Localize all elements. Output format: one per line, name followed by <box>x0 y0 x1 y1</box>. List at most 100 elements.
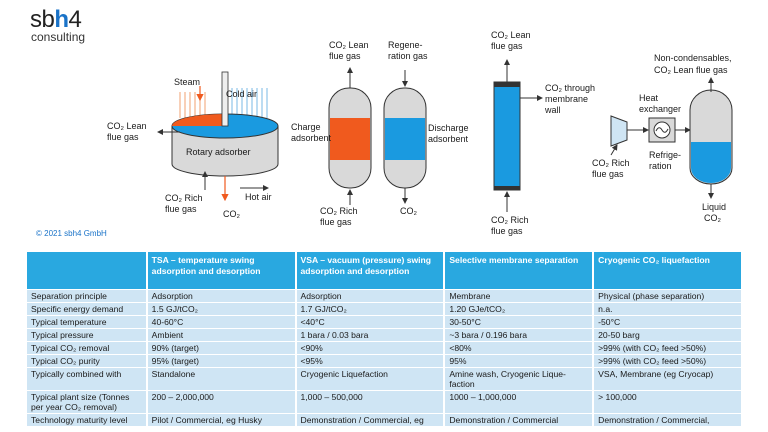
tsa-adsorber-label: Rotary adsorber <box>186 147 251 157</box>
table-cell: 90% (target) <box>147 342 295 354</box>
tsa-rotary-adsorber <box>157 71 279 202</box>
cryo-refrig-label-2: ration <box>649 161 672 171</box>
table-row: Typically combined with Standalone Cryog… <box>27 368 741 390</box>
table-row: Separation principle Adsorption Adsorpti… <box>27 290 741 302</box>
table-cell: Demonstration / Commercial <box>445 414 593 426</box>
vsa-discharge-label-2: adsorbent <box>428 134 469 144</box>
table-cell: ~3 bara / 0.196 bara <box>445 329 593 341</box>
cryo-liquid-label-1: Liquid <box>702 202 726 212</box>
vsa-regen-label-1: Regene- <box>388 40 423 50</box>
membrane-lean-label-1: CO₂ Lean <box>491 30 531 40</box>
table-cell: > 100,000 <box>594 391 741 413</box>
table-cell: <95% <box>296 355 444 367</box>
table-cell: Standalone <box>147 368 295 390</box>
tsa-lean-label-1: CO₂ Lean <box>107 121 147 131</box>
table-cell: n.a. <box>594 303 741 315</box>
table-row: Specific energy demand 1.5 GJ/tCO₂ 1.7 G… <box>27 303 741 315</box>
brand-subtitle: consulting <box>31 30 86 44</box>
membrane-through-label-1: CO₂ through <box>545 83 595 93</box>
table-header-cell <box>27 252 146 289</box>
table-cell: 1.20 GJe/tCO₂ <box>445 303 593 315</box>
table-row: Typical CO₂ removal 90% (target) <90% <8… <box>27 342 741 354</box>
vsa-lean-label-1: CO₂ Lean <box>329 40 369 50</box>
tsa-co2-label: CO₂ <box>223 209 241 219</box>
vsa-co2-label: CO₂ <box>400 206 418 216</box>
table-header-cell: Cryogenic CO₂ liquefaction <box>594 252 741 289</box>
table-cell: Membrane <box>445 290 593 302</box>
tsa-cold-air-label: Cold air <box>226 89 257 99</box>
vsa-lean-label-2: flue gas <box>329 51 361 61</box>
row-label: Typical CO₂ removal <box>27 342 146 354</box>
membrane-rich-label-2: flue gas <box>491 226 523 236</box>
membrane-through-label-2: membrane <box>545 94 588 104</box>
table-cell: Cryogenic Liquefaction <box>296 368 444 390</box>
cryo-noncond-label-2: CO₂ Lean flue gas <box>654 65 728 75</box>
table-cell: Demonstration / Commercial, <box>594 414 741 426</box>
table-cell: 1.7 GJ/tCO₂ <box>296 303 444 315</box>
table-row: Technology maturity level Pilot / Commer… <box>27 414 741 426</box>
table-cell: 1,000 – 500,000 <box>296 391 444 413</box>
cryo-hx-label-2: exchanger <box>639 104 681 114</box>
table-cell: <90% <box>296 342 444 354</box>
table-cell: 40-60°C <box>147 316 295 328</box>
table-cell: 1000 – 1,000,000 <box>445 391 593 413</box>
table-cell: 95% <box>445 355 593 367</box>
cryo-rich-label-2: flue gas <box>592 169 624 179</box>
table-cell: Amine wash, Cryogenic Lique-faction <box>445 368 593 390</box>
vsa-vessels <box>328 67 427 205</box>
vsa-discharge-label-1: Discharge <box>428 123 469 133</box>
table-cell: >99% (with CO₂ feed >50%) <box>594 342 741 354</box>
membrane-rich-label-1: CO₂ Rich <box>491 215 529 225</box>
table-cell: 20-50 barg <box>594 329 741 341</box>
row-label: Typical pressure <box>27 329 146 341</box>
table-row: Typical temperature 40-60°C <40°C 30-50°… <box>27 316 741 328</box>
process-diagram: Steam Cold air CO₂ Lean flue gas Rotary … <box>107 30 733 236</box>
table-row: Typical plant size (Tonnes per year CO₂ … <box>27 391 741 413</box>
cryo-hx-label-1: Heat <box>639 93 659 103</box>
table-cell: -50°C <box>594 316 741 328</box>
table-cell: Adsorption <box>296 290 444 302</box>
vsa-charge-label-1: Charge <box>291 122 321 132</box>
cryo-liquid-label-2: CO₂ <box>704 213 722 223</box>
tsa-hot-air-label: Hot air <box>245 192 272 202</box>
table-cell: Pilot / Commercial, eg Husky <box>147 414 295 426</box>
table-cell: 30-50°C <box>445 316 593 328</box>
table-header-row: TSA – temperature swing adsorption and d… <box>27 252 741 289</box>
tsa-rich-label-1: CO₂ Rich <box>165 193 203 203</box>
brand-logo: sbh4 <box>30 6 82 33</box>
row-label: Typical temperature <box>27 316 146 328</box>
vsa-rich-label-1: CO₂ Rich <box>320 206 358 216</box>
table-cell: Physical (phase separation) <box>594 290 741 302</box>
steam-stripes <box>179 92 206 118</box>
table-cell: Demonstration / Commercial, eg <box>296 414 444 426</box>
cryo-noncond-label-1: Non-condensables, <box>654 53 732 63</box>
table-cell: Ambient <box>147 329 295 341</box>
table-cell: 1 bara / 0.03 bara <box>296 329 444 341</box>
table-cell: >99% (with CO₂ feed >50%) <box>594 355 741 367</box>
table-row: Typical CO₂ purity 95% (target) <95% 95%… <box>27 355 741 367</box>
row-label: Separation principle <box>27 290 146 302</box>
vsa-regen-label-2: ration gas <box>388 51 428 61</box>
row-label: Typical plant size (Tonnes per year CO₂ … <box>27 391 146 413</box>
table-cell: Adsorption <box>147 290 295 302</box>
table-header-cell: TSA – temperature swing adsorption and d… <box>147 252 295 289</box>
membrane-lean-label-2: flue gas <box>491 41 523 51</box>
table-cell: 200 – 2,000,000 <box>147 391 295 413</box>
table-row: Typical pressure Ambient 1 bara / 0.03 b… <box>27 329 741 341</box>
table-header-cell: VSA – vacuum (pressure) swing adsorption… <box>296 252 444 289</box>
row-label: Specific energy demand <box>27 303 146 315</box>
tsa-steam-label: Steam <box>174 77 200 87</box>
row-label: Typically combined with <box>27 368 146 390</box>
table-cell: <80% <box>445 342 593 354</box>
vsa-rich-label-2: flue gas <box>320 217 352 227</box>
tsa-lean-label-2: flue gas <box>107 132 139 142</box>
table-cell: 1.5 GJ/tCO₂ <box>147 303 295 315</box>
row-label: Technology maturity level <box>27 414 146 426</box>
cryogenic-unit <box>610 77 733 199</box>
table-header-cell: Selective membrane separation <box>445 252 593 289</box>
table-cell: <40°C <box>296 316 444 328</box>
membrane-through-label-3: wall <box>544 105 561 115</box>
cryo-refrig-label-1: Refrige- <box>649 150 681 160</box>
table-cell: 95% (target) <box>147 355 295 367</box>
copyright-text: © 2021 sbh4 GmbH <box>36 229 107 238</box>
